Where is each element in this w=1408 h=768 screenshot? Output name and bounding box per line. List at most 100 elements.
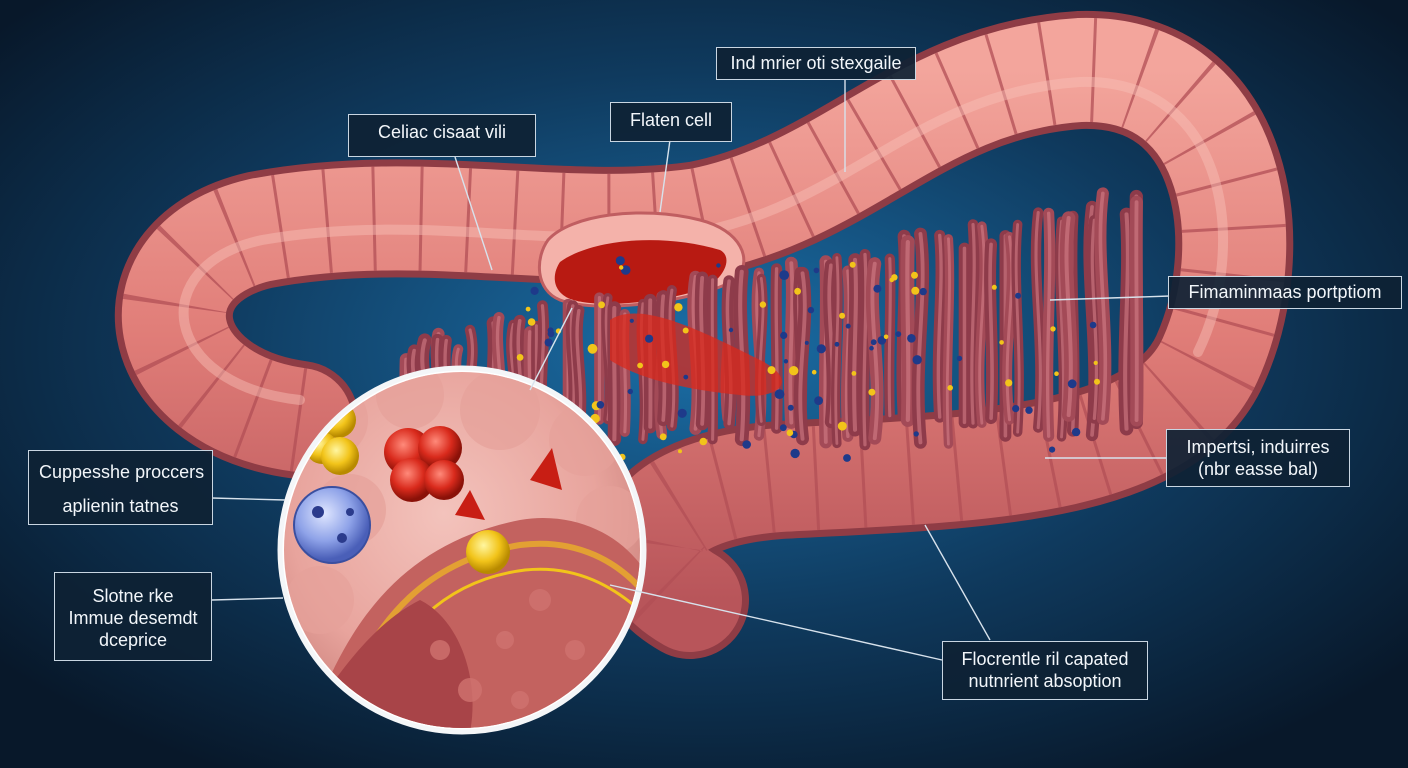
yellow-particle (682, 327, 689, 334)
label-celiac-villi-text: Celiac cisaat vili (377, 122, 507, 142)
villus-highlight (844, 269, 851, 439)
yellow-particle (619, 265, 624, 270)
label-slotne-line1: Slotne rke (92, 586, 174, 606)
blue-particle (814, 396, 823, 405)
blue-particle (547, 327, 554, 334)
villus-highlight (916, 232, 925, 445)
yellow-particle (1005, 379, 1013, 387)
villus-highlight (1123, 212, 1130, 431)
villus-highlight (758, 277, 765, 423)
label-florentle-line2: nutnrient absoption (968, 671, 1122, 691)
blue-particle (813, 267, 820, 274)
villus-highlight (887, 257, 892, 418)
yellow-particle (699, 437, 708, 446)
yellow-particle (1054, 371, 1059, 377)
villus-highlight (1005, 235, 1014, 422)
blue-particle (645, 334, 654, 343)
yellow-particle (837, 421, 847, 431)
yellow-particle (1094, 378, 1100, 385)
blue-particle (1015, 292, 1022, 299)
label-impertsi: Impertsi, induirres (nbr easse bal) (1166, 429, 1350, 487)
label-slotne-line2: Immue desemdt (68, 608, 198, 628)
blue-particle (1012, 405, 1020, 413)
yellow-particle (1093, 360, 1098, 365)
blue-particle (873, 284, 882, 293)
yellow-particle (991, 284, 997, 290)
villus-highlight (1034, 210, 1042, 430)
blue-particle (869, 345, 874, 351)
blue-particle (895, 331, 902, 337)
blue-particle (919, 287, 927, 296)
blue-particle (956, 355, 963, 362)
blue-particle (779, 270, 790, 280)
label-flaten-cell-text: Flaten cell (629, 110, 713, 130)
yellow-particle (674, 303, 683, 312)
villus-highlight (1134, 200, 1139, 423)
label-florentle-line1: Flocrentle ril capated (961, 649, 1129, 669)
blue-particle (774, 389, 785, 399)
blue-particle (845, 323, 851, 329)
yellow-particle (811, 369, 817, 375)
villus-highlight (788, 261, 795, 425)
blue-particle (629, 318, 634, 323)
yellow-particle (527, 318, 536, 326)
label-cuppesshe: Cuppesshe proccers aplienin tatnes (28, 450, 213, 525)
villus-highlight (905, 239, 911, 423)
yellow-particle (883, 334, 889, 340)
blue-particle (834, 341, 840, 347)
opened-section (537, 211, 746, 308)
label-cuppesshe-line2: aplienin tatnes (62, 496, 179, 516)
villus-highlight (862, 252, 868, 447)
yellow-particle (637, 362, 643, 369)
villus-highlight (738, 269, 746, 442)
blue-particle (728, 327, 734, 333)
yellow-particle (789, 366, 799, 376)
label-impertsi-line2: (nbr easse bal) (1197, 459, 1319, 479)
blue-particle (677, 408, 687, 418)
label-florentle: Flocrentle ril capated nutnrient absopti… (942, 641, 1148, 700)
blue-particle (627, 388, 633, 395)
blue-particle (1089, 321, 1097, 329)
yellow-particle (786, 429, 794, 437)
blue-particle (787, 404, 794, 411)
blue-particle (912, 355, 922, 365)
villus-highlight (1045, 211, 1052, 438)
blue-particle (779, 424, 787, 432)
villus-highlight (852, 257, 858, 432)
yellow-particle (598, 301, 605, 309)
blue-particle (790, 448, 800, 459)
blue-particle (742, 440, 751, 449)
blue-particle (615, 256, 625, 266)
blue-particle (530, 286, 539, 295)
label-impertsi-line1: Impertsi, induirres (1186, 437, 1330, 457)
villus-highlight (1014, 223, 1021, 434)
yellow-particle (889, 277, 895, 283)
villus-highlight (1090, 218, 1098, 420)
yellow-particle (794, 287, 801, 295)
villus-highlight (978, 224, 986, 425)
blue-particle (1049, 446, 1056, 453)
yellow-particle (587, 343, 598, 354)
label-ind-mrier-text: Ind mrier oti stexgaile (730, 53, 902, 73)
yellow-particle (659, 433, 667, 441)
label-cuppesshe-line1: Cuppesshe proccers (39, 462, 205, 482)
label-ind-mrier: Ind mrier oti stexgaile (716, 47, 916, 80)
blue-particle (683, 374, 689, 380)
inset-magnification (277, 365, 647, 735)
yellow-particle (516, 354, 524, 361)
yellow-particle (839, 312, 846, 319)
villus-highlight (970, 222, 976, 425)
label-slotne-line3: dceprice (98, 630, 168, 650)
yellow-particle (868, 388, 876, 396)
villus-highlight (988, 242, 994, 420)
villus-highlight (798, 271, 807, 441)
blue-particle (870, 339, 877, 346)
yellow-particle (849, 261, 856, 268)
label-filaments: Fimaminmaas portptiom (1168, 276, 1402, 309)
leader-lines (211, 79, 1171, 661)
blue-particle (780, 331, 788, 339)
yellow-particle (911, 286, 920, 295)
blue-particle (783, 359, 789, 364)
blood-region (610, 313, 782, 396)
yellow-particle (947, 385, 953, 391)
